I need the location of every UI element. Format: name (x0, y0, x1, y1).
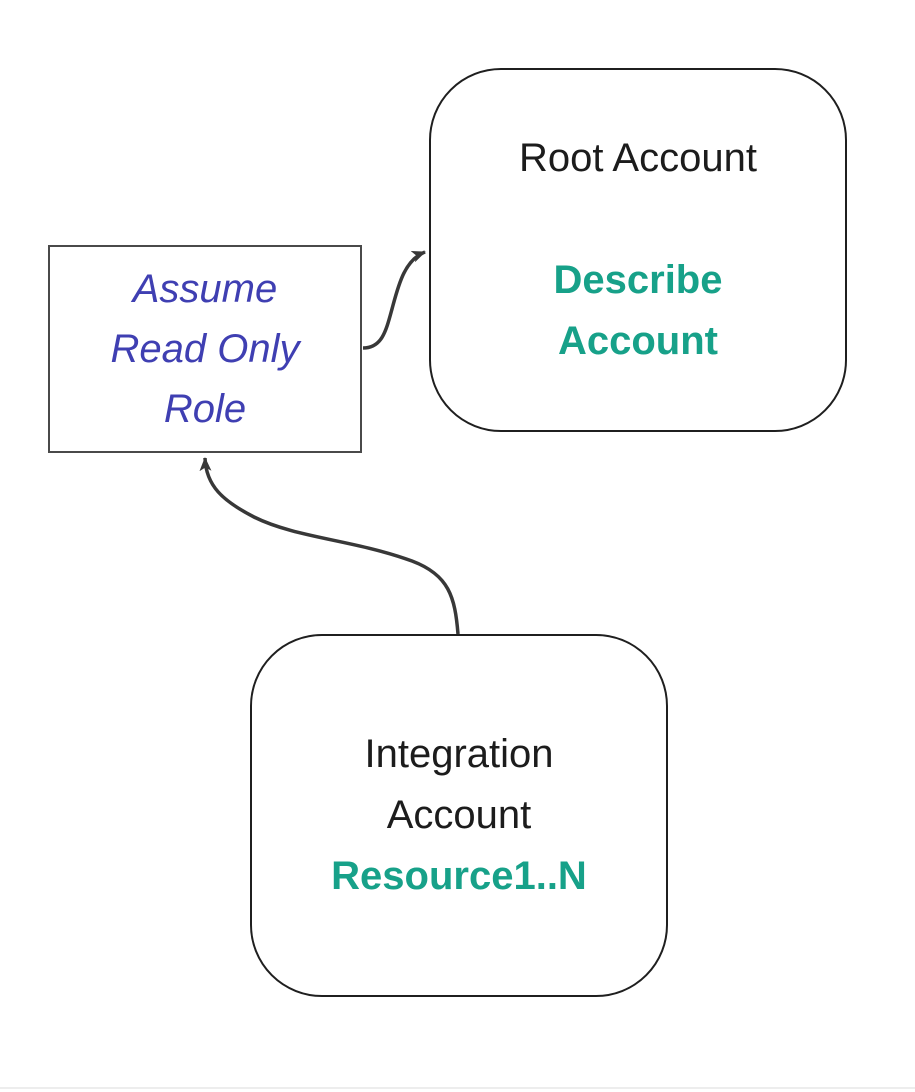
page-bottom-divider (0, 1087, 915, 1089)
edge-integration-to-assume-arrow (199, 457, 460, 635)
root-account-action-label: Describe Account (553, 258, 723, 363)
root-account-title: Root Account (519, 136, 757, 180)
assume-read-only-role-node: Assume Read Only Role (48, 245, 362, 453)
integration-account-title: Integration Account (364, 732, 554, 837)
assume-read-only-role-label: Assume Read Only Role (110, 267, 300, 431)
edge-assume-to-root-arrow (362, 250, 426, 350)
root-account-node: Root Account Describe Account (429, 68, 847, 432)
integration-account-node: Integration Account Resource1..N (250, 634, 668, 997)
integration-account-action-label: Resource1..N (331, 854, 587, 898)
